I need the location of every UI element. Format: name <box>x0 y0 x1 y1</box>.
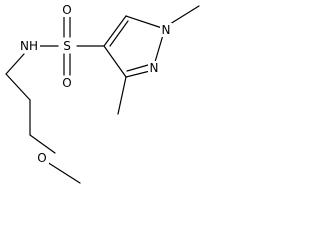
bonds <box>5 5 200 184</box>
bond-n1-methyl <box>169 5 200 25</box>
atom-n1: N <box>162 23 171 37</box>
bond-n2-c3-double <box>126 64 149 72</box>
atom-labels: S O O NH N N O <box>18 3 172 165</box>
atom-nh: NH <box>20 39 38 53</box>
bond-c4-c5-double <box>109 20 129 47</box>
atom-oxygen-top: O <box>62 3 71 17</box>
atom-ether-oxygen: O <box>37 151 46 165</box>
bond-o-ch2b <box>29 134 56 154</box>
bond-nh-ch2 <box>5 53 25 75</box>
bond-n2-c3 <box>125 70 151 78</box>
molecule-svg: S O O NH N N O <box>5 3 200 184</box>
bond-c4-c5 <box>103 15 127 47</box>
bond-c3-c4 <box>103 45 127 78</box>
bond-ch2-ch2 <box>5 73 31 101</box>
atom-n2: N <box>150 61 159 75</box>
bond-c3-methyl <box>117 76 127 115</box>
atom-sulfur: S <box>63 39 71 53</box>
atom-oxygen-bottom: O <box>62 76 71 90</box>
structure-diagram: S O O NH N N O <box>5 3 200 184</box>
bond-o-ch3 <box>46 161 81 184</box>
bond-c5-n1 <box>125 15 163 29</box>
bond-n1-n2 <box>154 34 164 63</box>
